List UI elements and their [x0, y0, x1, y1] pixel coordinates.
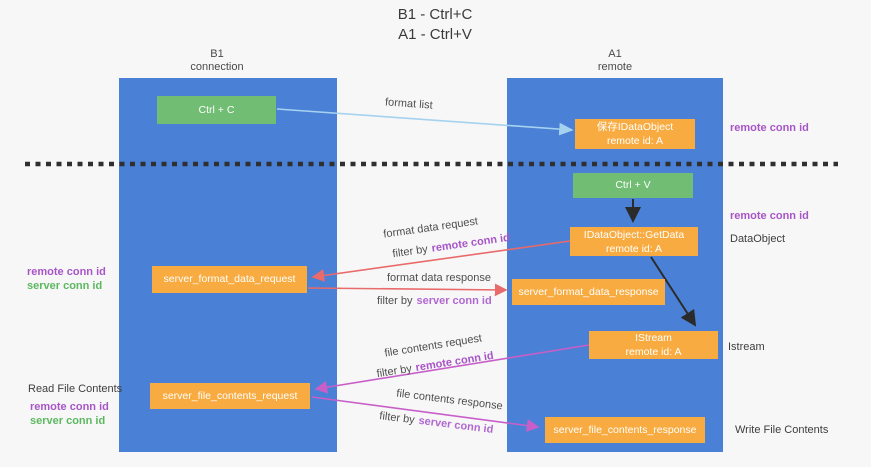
column-b1-name: B1 [210, 48, 224, 60]
label-remote-conn-id: remote conn id [414, 349, 495, 375]
title-line-b1: B1 - Ctrl+C [397, 6, 473, 23]
side-label-write-file-contents: Write File Contents [735, 424, 829, 436]
box-idataobject-getdata: IDataObject::GetData remote id: A [570, 227, 698, 256]
side-label-server-conn-id-left-2: server conn id [30, 415, 106, 427]
label-filter-by-text: filter by [391, 243, 429, 261]
label-server-conn-id: server conn id [417, 414, 494, 436]
diagram-title: B1 - Ctrl+C A1 - Ctrl+V [300, 5, 570, 45]
side-label-remote-conn-id-left-1: remote conn id [27, 266, 106, 278]
label-format-data-response: format data response [387, 272, 491, 284]
label-format-list: format list [384, 96, 434, 112]
label-filter-by-text: filter by [377, 295, 413, 307]
box-istream-line2: remote id: A [625, 346, 682, 358]
box-server-format-data-response-label: server_format_data_response [518, 285, 659, 298]
box-istream-line1: IStream [635, 332, 672, 344]
box-save-idataobject-line1: 保存IDataObject [596, 121, 674, 133]
label-filter-by-text: filter by [378, 410, 416, 427]
box-idataobject-getdata-line1: IDataObject::GetData [583, 228, 685, 241]
box-ctrl-c-label: Ctrl + C [198, 103, 235, 116]
label-file-contents-response: file contents response [395, 387, 504, 413]
column-a1-subtitle: remote [597, 61, 633, 73]
box-server-file-contents-request-label: server_file_contents_request [162, 389, 298, 402]
box-ctrl-v-label: Ctrl + V [615, 179, 651, 191]
title-line-a1: A1 - Ctrl+V [398, 26, 472, 43]
label-filter-by-text: filter by [375, 362, 413, 381]
side-label-remote-conn-id-top: remote conn id [730, 122, 809, 134]
label-server-conn-id: server conn id [416, 295, 492, 307]
side-label-dataobject: DataObject [730, 233, 786, 245]
box-server-file-contents-response: server_file_contents_response [545, 417, 705, 443]
arrow-format-data-response [307, 283, 508, 297]
box-server-format-data-request-label: server_format_data_request [163, 273, 296, 285]
box-ctrl-c: Ctrl + C [157, 96, 276, 124]
column-header-a1: A1 remote [550, 48, 680, 74]
box-istream: IStream remote id: A [589, 331, 718, 359]
column-header-b1: B1 connection [152, 48, 282, 74]
side-label-remote-conn-id-mid: remote conn id [730, 210, 809, 222]
side-label-istream: Istream [728, 341, 765, 353]
side-label-server-conn-id-left-1: server conn id [27, 280, 103, 292]
box-save-idataobject-line2: remote id: A [606, 135, 663, 147]
box-server-format-data-response: server_format_data_response [512, 279, 665, 305]
box-server-file-contents-response-label: server_file_contents_response [553, 423, 697, 436]
label-format-data-request: format data request [382, 215, 479, 241]
side-label-remote-conn-id-left-2: remote conn id [30, 401, 109, 413]
box-save-idataobject: 保存IDataObject remote id: A [575, 119, 695, 149]
column-b1-subtitle: connection [190, 61, 244, 73]
box-server-format-data-request: server_format_data_request [152, 266, 307, 293]
box-idataobject-getdata-line2: remote id: A [605, 242, 662, 255]
side-label-read-file-contents: Read File Contents [28, 383, 123, 395]
column-a1-name: A1 [608, 48, 622, 60]
box-server-file-contents-request: server_file_contents_request [150, 383, 310, 409]
box-ctrl-v: Ctrl + V [573, 173, 693, 198]
label-remote-conn-id: remote conn id [430, 231, 511, 255]
